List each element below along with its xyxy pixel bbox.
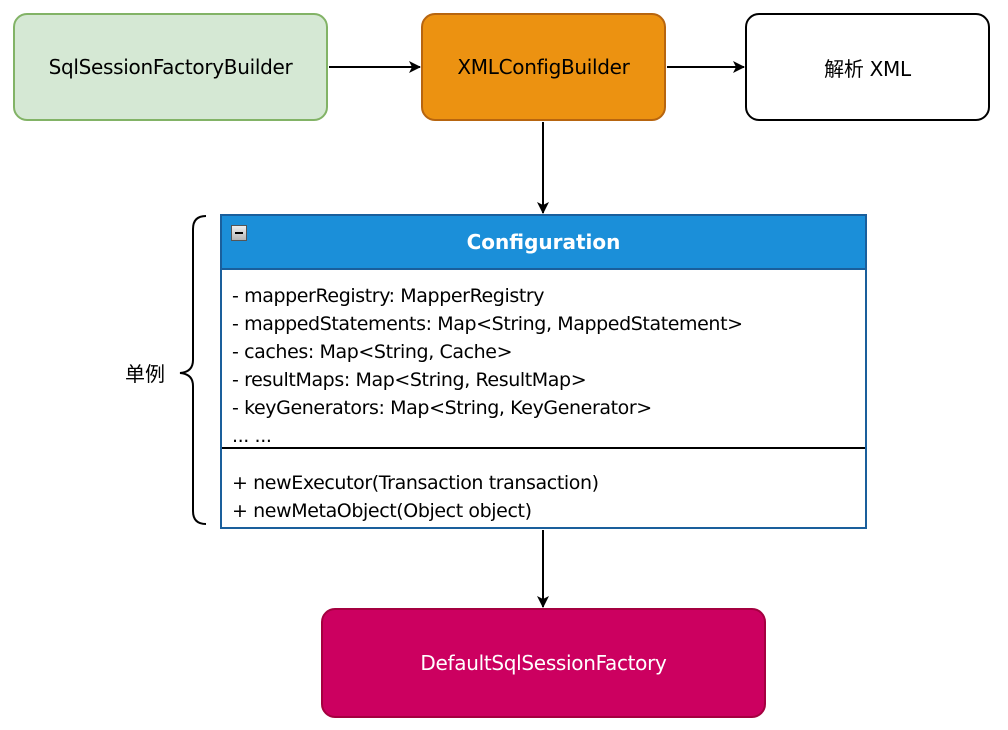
method-item: + newMetaObject(Object object) <box>232 500 532 522</box>
attribute-item: - keyGenerators: Map<String, KeyGenerato… <box>232 397 652 419</box>
attribute-list: - mapperRegistry: MapperRegistry - mappe… <box>232 282 743 450</box>
method-list: + newExecutor(Transaction transaction) +… <box>232 469 599 525</box>
class-header: Configuration <box>222 216 865 270</box>
default-sql-session-factory-node[interactable]: DefaultSqlSessionFactory <box>321 608 766 718</box>
curly-brace-icon <box>179 215 207 525</box>
class-divider <box>222 447 865 449</box>
class-title: Configuration <box>466 230 621 254</box>
attribute-ellipsis: ... ... <box>232 425 272 447</box>
parse-xml-node[interactable]: 解析 XML <box>745 13 990 121</box>
configuration-class[interactable]: Configuration - mapperRegistry: MapperRe… <box>220 214 867 529</box>
minus-collapse-icon[interactable] <box>231 225 247 241</box>
node-label: 解析 XML <box>824 56 911 81</box>
method-item: + newExecutor(Transaction transaction) <box>232 472 599 494</box>
node-label: SqlSessionFactoryBuilder <box>48 55 293 79</box>
attribute-item: - mapperRegistry: MapperRegistry <box>232 285 545 307</box>
node-label: DefaultSqlSessionFactory <box>420 651 667 675</box>
attribute-item: - caches: Map<String, Cache> <box>232 341 513 363</box>
sql-session-factory-builder-node[interactable]: SqlSessionFactoryBuilder <box>13 13 328 121</box>
node-label: XMLConfigBuilder <box>457 55 630 79</box>
singleton-annotation-label: 单例 <box>125 362 165 386</box>
attribute-item: - mappedStatements: Map<String, MappedSt… <box>232 313 743 335</box>
attribute-item: - resultMaps: Map<String, ResultMap> <box>232 369 587 391</box>
xml-config-builder-node[interactable]: XMLConfigBuilder <box>421 13 666 121</box>
